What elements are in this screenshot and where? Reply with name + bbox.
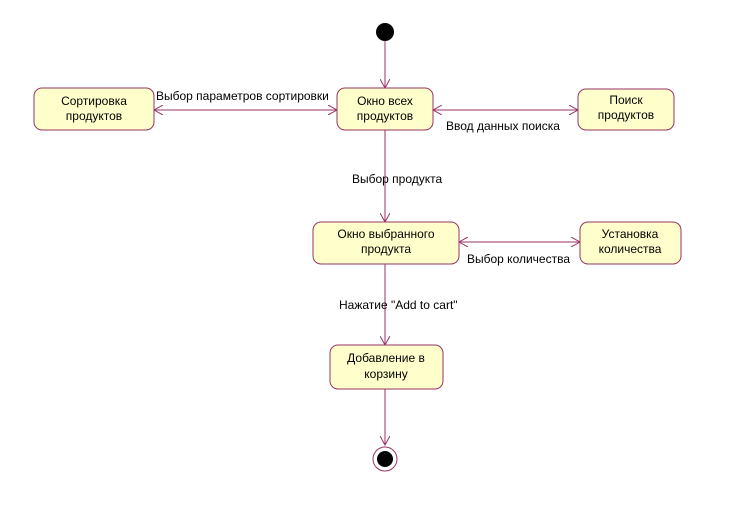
- state-quantity: Установка количества: [579, 221, 682, 265]
- state-label-line: Поиск: [609, 93, 643, 107]
- transition-label-select-quantity: Выбор количества: [467, 252, 570, 266]
- state-label-line: Окно выбранного: [337, 227, 434, 241]
- state-label-line: Сортировка: [61, 94, 127, 108]
- transition-label-sort-params: Выбор параметров сортировки: [156, 89, 329, 103]
- state-label-line: продукта: [361, 242, 411, 256]
- transition-label-add-to-cart: Нажатие "Add to cart": [339, 298, 458, 312]
- state-label-line: продуктов: [357, 109, 413, 123]
- state-label-line: Окно всех: [357, 94, 413, 108]
- state-label-line: Установка: [602, 227, 659, 241]
- state-label-line: количества: [599, 242, 662, 256]
- state-sorting: Сортировка продуктов: [33, 87, 155, 131]
- transition-label-search-input: Ввод данных поиска: [446, 119, 560, 133]
- state-all-products: Окно всех продуктов: [336, 87, 434, 131]
- state-label-line: продуктов: [66, 109, 122, 123]
- final-node: [372, 446, 398, 472]
- state-label-line: Добавление в: [347, 351, 425, 365]
- state-selected-product: Окно выбранного продукта: [312, 221, 460, 265]
- state-label-line: корзину: [364, 367, 407, 381]
- state-search: Поиск продуктов: [577, 88, 675, 131]
- state-label-line: продуктов: [598, 108, 654, 122]
- initial-node: [376, 23, 394, 41]
- state-add-to-cart: Добавление в корзину: [329, 344, 444, 390]
- transition-label-select-product: Выбор продукта: [352, 172, 443, 186]
